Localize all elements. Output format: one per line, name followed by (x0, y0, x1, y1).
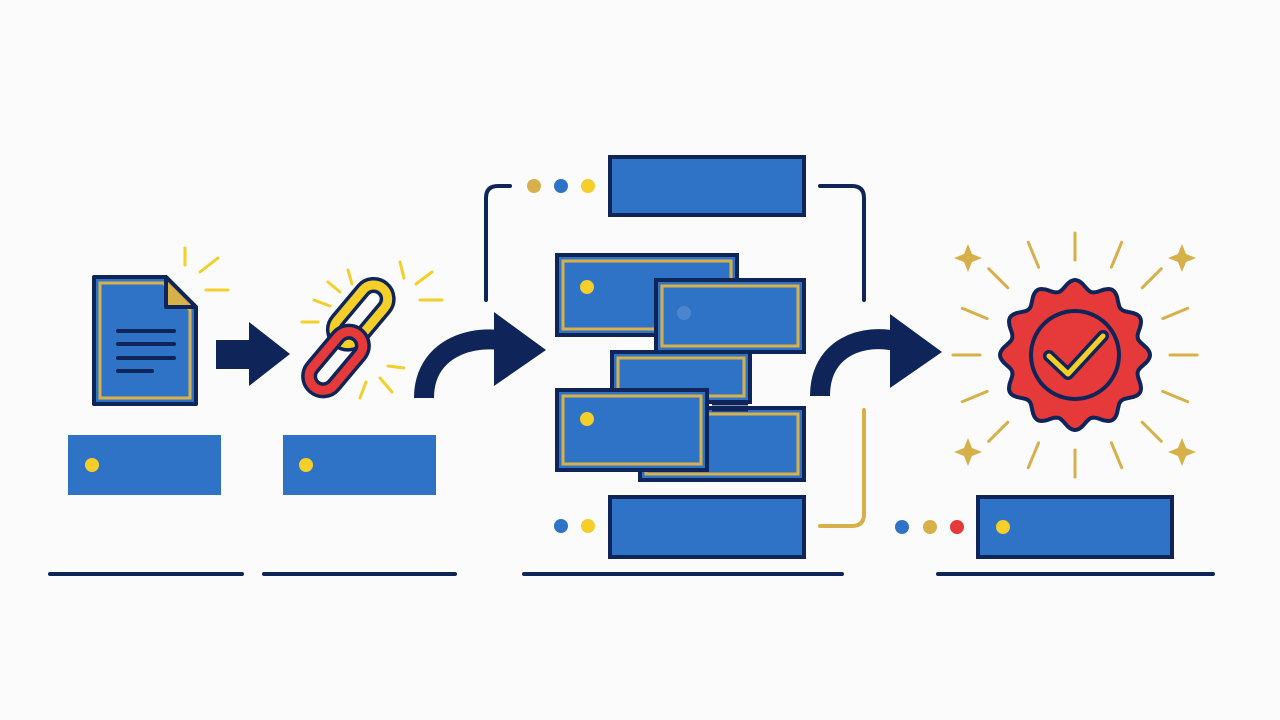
badge-ray (1109, 441, 1124, 470)
badge-ray (1161, 306, 1190, 321)
badge-ray (1140, 420, 1163, 443)
top-status-dots (527, 179, 595, 193)
badge-ray (987, 420, 1010, 443)
document-icon (92, 275, 198, 406)
badge-ray (1161, 389, 1190, 404)
curved-arrow-icon-2 (810, 314, 942, 397)
badge-ray (1140, 267, 1163, 290)
curved-arrow-icon-1 (414, 312, 546, 399)
verified-badge-icon (998, 278, 1152, 432)
verified-label-box (976, 495, 1174, 559)
badge-ray (1026, 441, 1041, 470)
verified-label-dot (996, 520, 1010, 534)
badge-rays (951, 231, 1199, 479)
badge-ray (960, 306, 989, 321)
badge-ray (1026, 240, 1041, 269)
badge-ray (960, 389, 989, 404)
badge-ray (987, 267, 1010, 290)
top-output-box (608, 155, 806, 217)
bottom-output-box (608, 495, 806, 559)
broken-link-icon (301, 276, 396, 399)
badge-stars (954, 244, 1196, 466)
check-icon (1043, 330, 1109, 380)
arrow-right-icon-1 (216, 322, 290, 386)
bottom-status-dots (554, 519, 595, 533)
document-label-dot (85, 458, 99, 472)
verified-status-dots (895, 520, 964, 534)
document-sparkle (183, 246, 230, 292)
side-connector (818, 408, 866, 528)
badge-ray (1109, 240, 1124, 269)
stacked-cards-icon (555, 253, 806, 482)
link-spark-lines (300, 260, 444, 400)
link-label-dot (299, 458, 313, 472)
top-bracket (484, 184, 866, 302)
